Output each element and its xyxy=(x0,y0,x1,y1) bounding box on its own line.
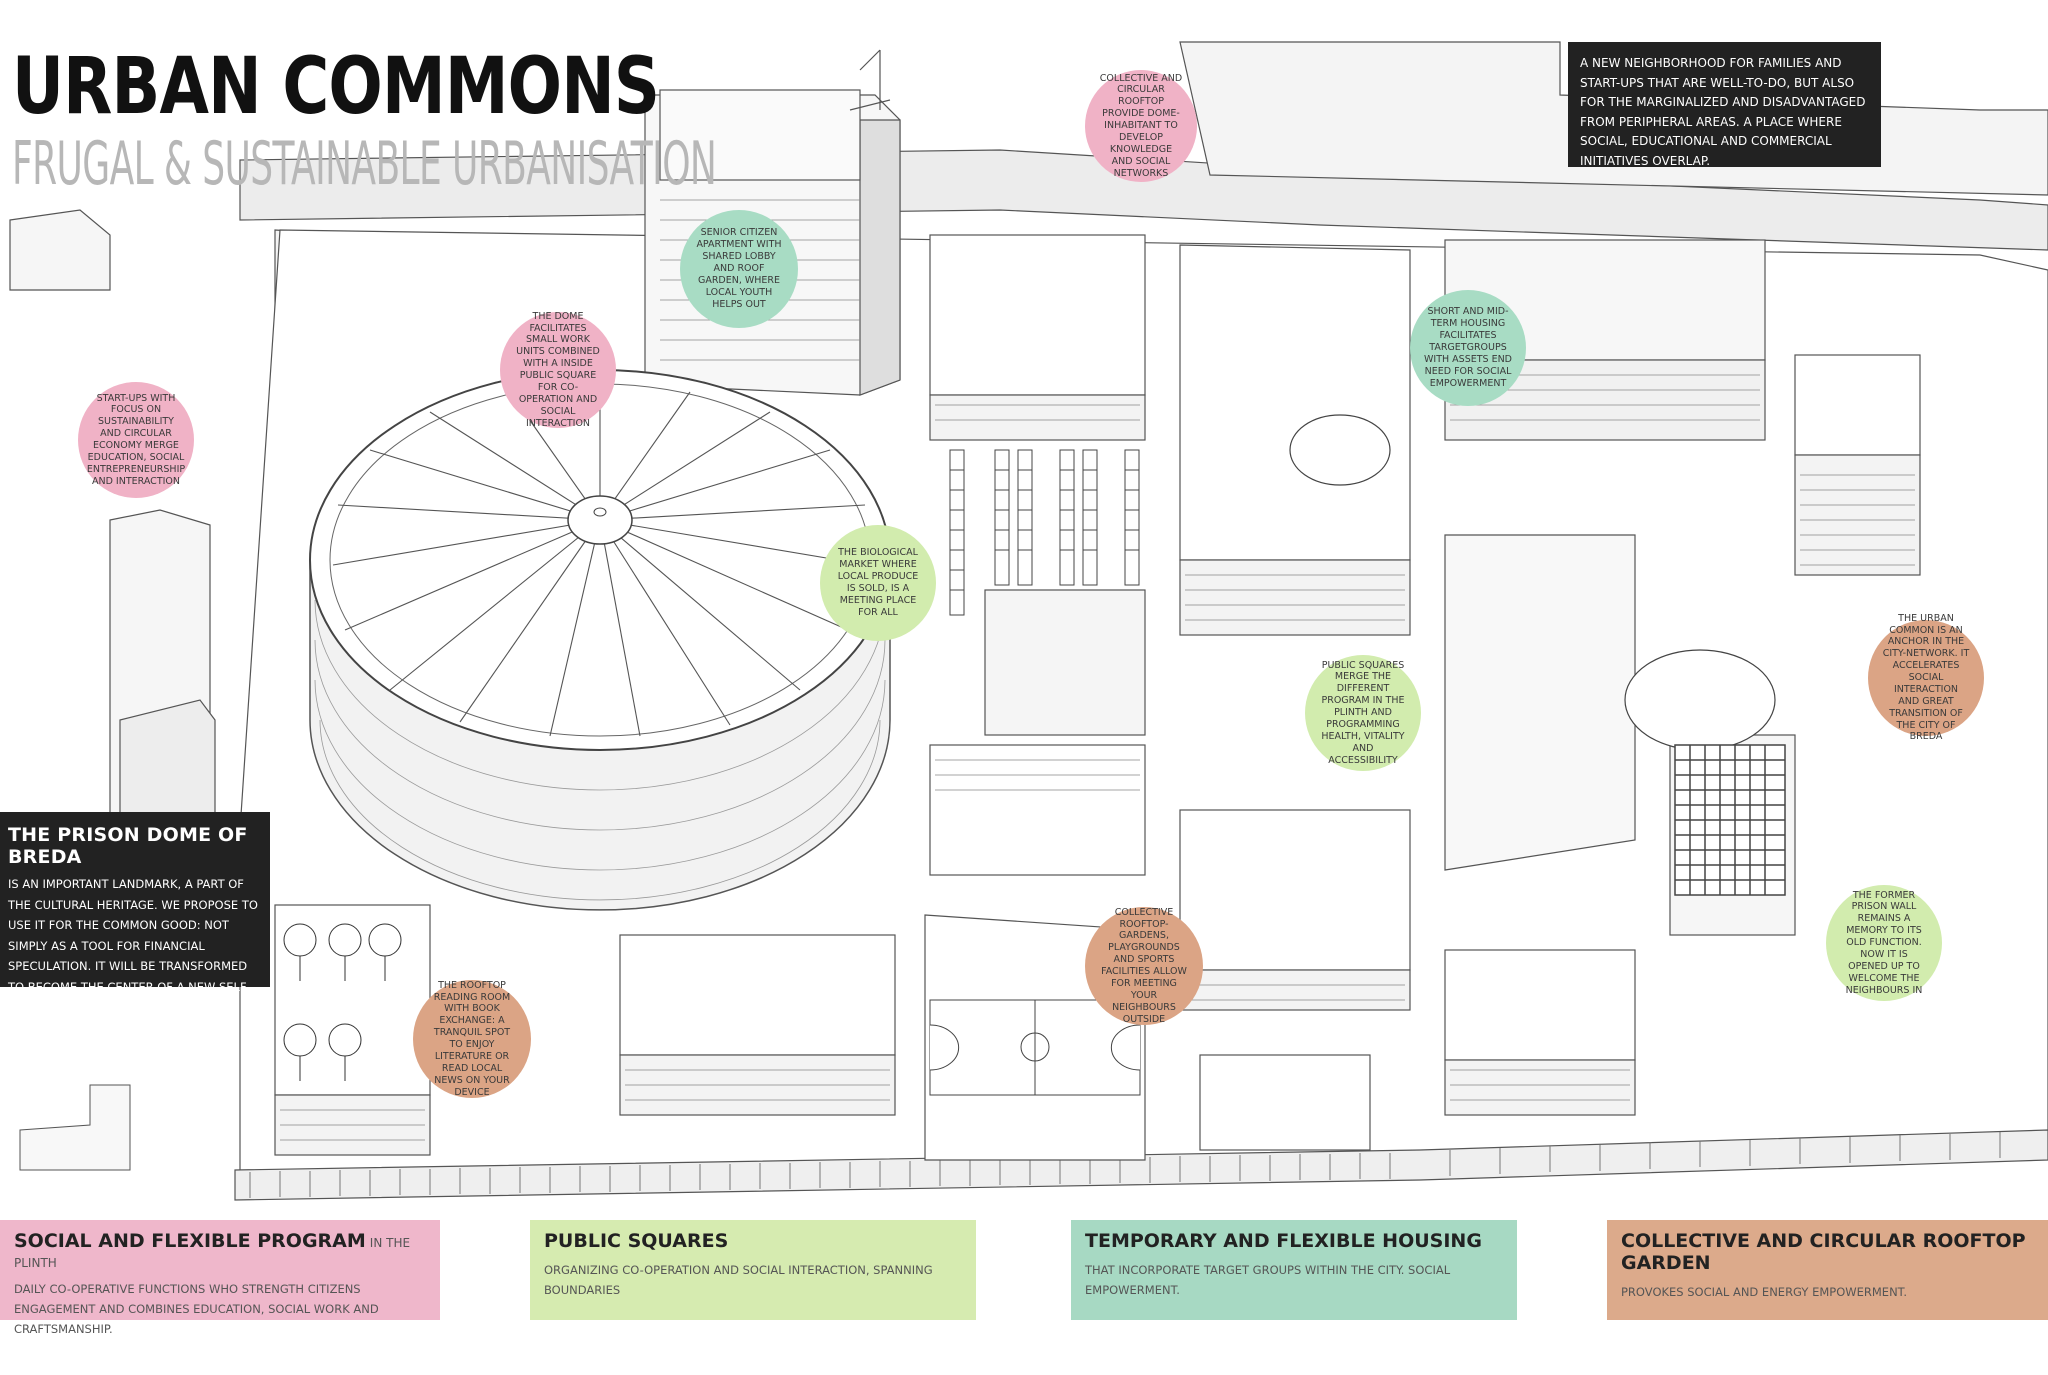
prison-dome xyxy=(309,369,891,911)
block-north-1 xyxy=(929,234,1146,396)
bubble-start-ups: START-UPS WITH FOCUS ON SUSTAINABILITY A… xyxy=(78,382,194,498)
bubble-urban-anchor: THE URBAN COMMON IS AN ANCHOR IN THE CIT… xyxy=(1868,613,1984,742)
legend-public-squares: PUBLIC SQUARES ORGANIZING CO-OPERATION A… xyxy=(530,1220,976,1320)
legend-rooftop-garden: COLLECTIVE AND CIRCULAR ROOFTOP GARDEN P… xyxy=(1607,1220,2048,1320)
bubble-short-term-housing: SHORT AND MID-TERM HOUSING FACILITATES T… xyxy=(1410,290,1526,406)
block-center-1 xyxy=(984,589,1146,736)
block-east-2 xyxy=(1444,534,1636,871)
prison-dome-box: THE PRISON DOME OF BREDA IS AN IMPORTANT… xyxy=(0,812,270,1014)
legend-description: PROVOKES SOCIAL AND ENERGY EMPOWERMENT. xyxy=(1621,1285,1907,1299)
rooftop-circle-garden xyxy=(1289,414,1391,486)
block-north-2 xyxy=(1179,244,1411,561)
legend-temporary-housing: TEMPORARY AND FLEXIBLE HOUSING THAT INCO… xyxy=(1071,1220,1517,1320)
block-south-4 xyxy=(1444,949,1636,1061)
bubble-prison-wall: THE FORMER PRISON WALL REMAINS A MEMORY … xyxy=(1826,885,1942,1001)
west-house xyxy=(9,209,111,291)
legend-title: SOCIAL AND FLEXIBLE PROGRAM xyxy=(14,1230,366,1252)
legend-description: DAILY CO-OPERATIVE FUNCTIONS WHO STRENGT… xyxy=(14,1282,379,1336)
bubble-dome-work-units: THE DOME FACILITATES SMALL WORK UNITS CO… xyxy=(500,311,616,429)
bubble-rooftop-gardens: COLLECTIVE ROOFTOP-GARDENS, PLAYGROUNDS … xyxy=(1085,907,1203,1025)
page-title: URBAN COMMONS xyxy=(12,42,660,132)
legend-title: TEMPORARY AND FLEXIBLE HOUSING xyxy=(1085,1230,1482,1252)
block-south-1 xyxy=(619,934,896,1056)
block-north-2-facade xyxy=(1179,559,1411,636)
bubble-public-squares: PUBLIC SQUARES MERGE THE DIFFERENT PROGR… xyxy=(1305,655,1421,771)
block-center-2 xyxy=(929,744,1146,876)
prison-wall xyxy=(234,1129,2048,1201)
market-stalls xyxy=(949,449,1140,616)
prison-wall-ticks xyxy=(249,1132,2001,1198)
block-east-1 xyxy=(1794,354,1921,456)
block-east-1-base xyxy=(1794,454,1921,576)
bubble-senior-apartment: SENIOR CITIZEN APARTMENT WITH SHARED LOB… xyxy=(680,210,798,328)
east-circle-square xyxy=(1624,649,1776,751)
block-south-4-base xyxy=(1444,1059,1636,1116)
legend-title: COLLECTIVE AND CIRCULAR ROOFTOP GARDEN xyxy=(1621,1230,2026,1274)
bubble-biological-market: THE BIOLOGICAL MARKET WHERE LOCAL PRODUC… xyxy=(820,525,936,641)
bubble-reading-room: THE ROOFTOP READING ROOM WITH BOOK EXCHA… xyxy=(413,980,531,1098)
block-center-3-base xyxy=(1179,969,1411,1011)
block-north-1-base xyxy=(929,394,1146,441)
window-rows xyxy=(280,374,1915,1141)
intro-box: A NEW NEIGHBORHOOD FOR FAMILIES AND STAR… xyxy=(1568,42,1881,168)
legend-description: THAT INCORPORATE TARGET GROUPS WITHIN TH… xyxy=(1085,1263,1451,1297)
bubble-collective-rooftop: COLLECTIVE AND CIRCULAR ROOFTOP PROVIDE … xyxy=(1085,70,1197,182)
block-center-3 xyxy=(1179,809,1411,971)
solar-panel-grid xyxy=(1674,744,1786,896)
block-south-3 xyxy=(1199,1054,1371,1151)
page-subtitle: FRUGAL & SUSTAINABLE URBANISATION xyxy=(12,129,717,199)
legend-description: ORGANIZING CO-OPERATION AND SOCIAL INTER… xyxy=(544,1263,933,1297)
trees xyxy=(283,923,402,1081)
prison-dome-title: THE PRISON DOME OF BREDA xyxy=(8,824,248,868)
south-west-house xyxy=(19,1084,131,1171)
legend-subtitle: IN THE PLINTH xyxy=(14,1236,411,1270)
prison-dome-body: IS AN IMPORTANT LANDMARK, A PART OF THE … xyxy=(8,877,258,1014)
legend-title: PUBLIC SQUARES xyxy=(544,1230,729,1252)
